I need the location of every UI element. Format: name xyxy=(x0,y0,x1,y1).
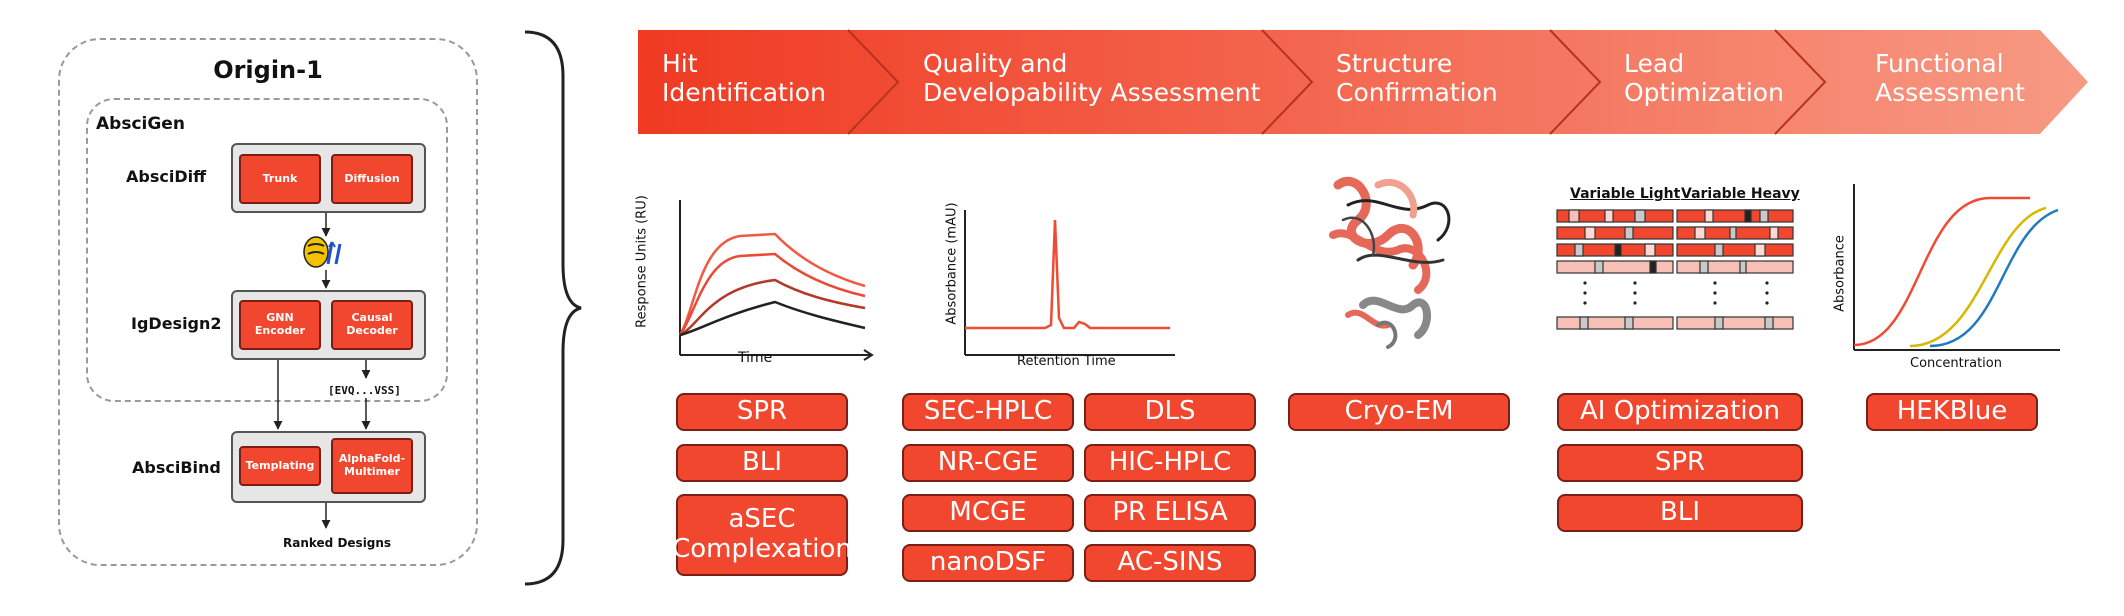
assay-badge-nr-cge: NR-CGE xyxy=(902,444,1074,482)
dose-response-plot xyxy=(1853,184,2060,351)
spr-curve-4 xyxy=(679,300,866,337)
absci-gen-group xyxy=(86,98,448,402)
protein-structure-image xyxy=(1329,176,1451,349)
hplc-ylabel: Absorbance (mAU) xyxy=(944,202,960,325)
assay-badge-lead-bli: BLI xyxy=(1557,494,1803,532)
stage-lead-optimization: Lead Optimization xyxy=(1624,49,1784,107)
seq-row-2 xyxy=(1556,226,1794,240)
assay-badge-bli: BLI xyxy=(676,444,848,482)
seq-row-3 xyxy=(1556,243,1794,257)
assay-badge-nanodsf: nanoDSF xyxy=(902,544,1074,582)
dose-curve-yellow xyxy=(1909,206,2047,348)
seq-row-1 xyxy=(1556,209,1794,223)
origin-panel xyxy=(58,38,478,566)
spr-curve-2 xyxy=(678,252,866,336)
assay-badge-cryo-em: Cryo-EM xyxy=(1288,393,1510,431)
dose-curve-blue xyxy=(1929,208,2059,348)
assay-badge-asec-complexation: aSEC Complexation xyxy=(672,494,852,576)
grouping-bracket xyxy=(524,30,582,586)
assay-badge-ac-sins: AC-SINS xyxy=(1084,544,1256,582)
func-ylabel: Absorbance xyxy=(1832,235,1848,312)
assay-badge-dls: DLS xyxy=(1084,393,1256,431)
stage-name-abscibind: AbsciBind xyxy=(132,458,221,477)
spr-curve-1 xyxy=(678,232,866,336)
seq-row-4 xyxy=(1556,260,1794,274)
hplc-trace xyxy=(965,219,1170,330)
stage-name-abscidiff: AbsciDiff xyxy=(126,167,207,186)
spr-ylabel: Response Units (RU) xyxy=(634,195,650,328)
absci-gen-label: AbsciGen xyxy=(96,114,185,134)
dose-curve-red xyxy=(1853,196,2030,347)
assay-badge-pr-elisa: PR ELISA xyxy=(1084,494,1256,532)
assay-badge-mcge: MCGE xyxy=(902,494,1074,532)
sequence-label: [EVQ...VSS] xyxy=(328,384,401,397)
func-xlabel: Concentration xyxy=(1910,356,2002,371)
assay-badge-lead-spr: SPR xyxy=(1557,444,1803,482)
module-causal-decoder: Causal Decoder xyxy=(331,300,413,350)
pipeline-chevrons xyxy=(638,29,2088,135)
assay-badge-hekblue: HEKBlue xyxy=(1866,393,2038,431)
hplc-xlabel: Retention Time xyxy=(1017,354,1116,369)
ranked-designs-label: Ranked Designs xyxy=(283,536,392,550)
module-diffusion: Diffusion xyxy=(331,154,413,204)
module-templating: Templating xyxy=(239,446,321,486)
spr-xlabel: Time xyxy=(738,350,773,366)
hplc-chromatogram-plot xyxy=(964,210,1175,356)
stage-quality-developability: Quality and Developability Assessment xyxy=(923,49,1261,107)
stage-name-igdesign2: IgDesign2 xyxy=(131,314,222,333)
protein-icon xyxy=(303,236,342,268)
assay-badge-sec-hplc: SEC-HPLC xyxy=(902,393,1074,431)
variable-light-label: Variable Light xyxy=(1570,186,1681,202)
origin-title: Origin-1 xyxy=(213,56,323,84)
assay-badge-ai-optimization: AI Optimization xyxy=(1557,393,1803,431)
left-panel-arrows xyxy=(273,213,371,529)
spr-sensorgram-plot xyxy=(678,200,874,361)
module-trunk: Trunk xyxy=(239,154,321,204)
spr-curve-3 xyxy=(679,278,866,337)
sequence-alignment-grid xyxy=(1556,209,1794,330)
stage-hit-identification: Hit Identification xyxy=(662,49,826,107)
assay-badge-hic-hplc: HIC-HPLC xyxy=(1084,444,1256,482)
stage-structure-confirmation: Structure Confirmation xyxy=(1336,49,1498,107)
variable-heavy-label: Variable Heavy xyxy=(1681,186,1800,202)
assay-badge-spr: SPR xyxy=(676,393,848,431)
stage-functional-assessment: Functional Assessment xyxy=(1875,49,2025,107)
seq-row-5 xyxy=(1556,316,1794,330)
module-alphafold-multimer: AlphaFold-Multimer xyxy=(331,438,413,494)
module-gnn-encoder: GNN Encoder xyxy=(239,300,321,350)
